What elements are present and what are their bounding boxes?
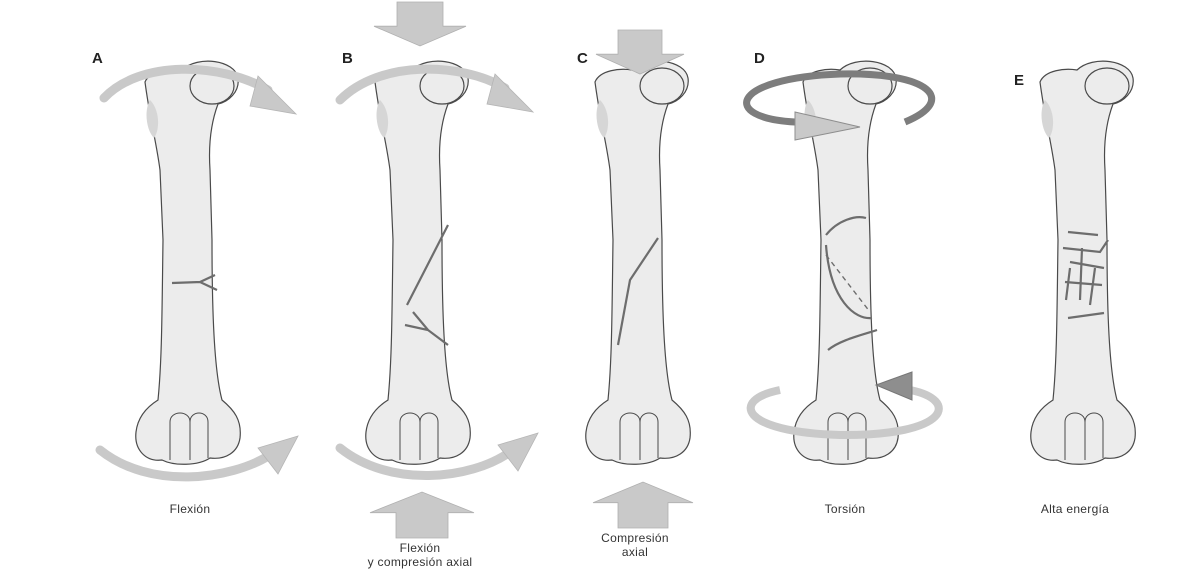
caption-b: Flexión y compresión axial bbox=[340, 541, 500, 569]
panel-letter-e: E bbox=[1014, 72, 1024, 89]
femur-bone-a bbox=[136, 61, 241, 464]
femoral-head-e bbox=[1085, 68, 1129, 104]
panel-letter-c: C bbox=[577, 50, 588, 67]
torsion-arrow-bottom-d bbox=[876, 372, 912, 400]
caption-c-line-2: axial bbox=[580, 545, 690, 559]
caption-c-line-1: Compresión bbox=[580, 531, 690, 545]
compression-arrow-bottom-c bbox=[593, 482, 693, 528]
caption-a: Flexión bbox=[140, 502, 240, 516]
panel-letter-b: B bbox=[342, 50, 353, 67]
compression-arrow-bottom-b bbox=[370, 492, 474, 538]
femur-bone-c bbox=[586, 61, 691, 464]
caption-c: Compresión axial bbox=[580, 531, 690, 559]
caption-e: Alta energía bbox=[1015, 502, 1135, 516]
compression-arrow-top-b bbox=[374, 2, 466, 46]
femur-bone-b bbox=[366, 61, 471, 464]
caption-d-line-1: Torsión bbox=[795, 502, 895, 516]
caption-a-line-1: Flexión bbox=[140, 502, 240, 516]
caption-d: Torsión bbox=[795, 502, 895, 516]
caption-e-line-1: Alta energía bbox=[1015, 502, 1135, 516]
femoral-head-c bbox=[640, 68, 684, 104]
caption-b-line-1: Flexión bbox=[340, 541, 500, 555]
bend-arrow-top-b-head bbox=[487, 74, 533, 112]
bend-arrow-bottom-b-head bbox=[498, 433, 538, 471]
panel-letter-d: D bbox=[754, 50, 765, 67]
panel-letter-a: A bbox=[92, 50, 103, 67]
femur-bone-e bbox=[1031, 61, 1136, 464]
bend-arrow-bottom-a-head bbox=[258, 436, 298, 474]
bend-arrow-top-a-head bbox=[250, 76, 296, 114]
